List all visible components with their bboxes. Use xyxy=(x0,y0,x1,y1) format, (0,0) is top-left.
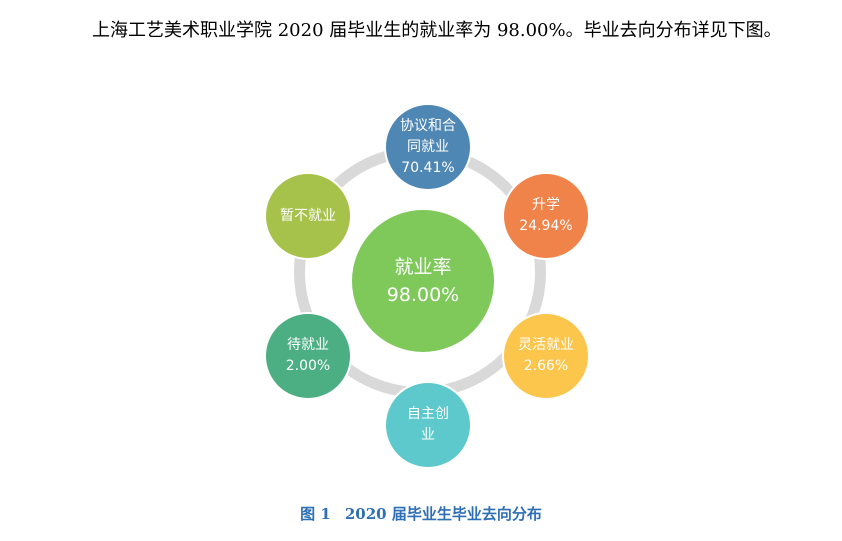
node-flexible-employment: 灵活就业 2.66% xyxy=(502,312,590,400)
node-contract-employment: 协议和合 同就业 70.41% xyxy=(384,103,472,191)
node-line: 升学 xyxy=(531,197,560,213)
node-self-employment: 自主创 业 xyxy=(384,381,472,469)
node-value: 24.94% xyxy=(519,218,573,234)
node-line: 同就业 xyxy=(407,138,449,155)
center-value: 98.00% xyxy=(386,284,460,306)
node-value: 2.66% xyxy=(523,358,569,374)
node-value: 70.41% xyxy=(401,159,455,176)
node-line: 业 xyxy=(421,427,435,443)
figure-label: 图 1 xyxy=(300,505,331,523)
node-line: 自主创 xyxy=(407,406,449,422)
node-further-study: 升学 24.94% xyxy=(502,172,590,260)
intro-paragraph: 上海工艺美术职业学院 2020 届毕业生的就业率为 98.00%。毕业去向分布详… xyxy=(92,20,782,41)
node-line: 灵活就业 xyxy=(518,337,574,353)
node-line: 协议和合 xyxy=(400,117,456,134)
center-label: 就业率 xyxy=(394,256,452,278)
figure-caption: 图 1 2020 届毕业生毕业去向分布 xyxy=(0,503,842,524)
node-line: 待就业 xyxy=(286,337,329,353)
center-node-employment-rate: 就业率 98.00% xyxy=(350,208,496,354)
node-not-seeking-employment: 暂不就业 xyxy=(264,172,352,260)
node-value: 2.00% xyxy=(285,358,331,374)
node-line: 暂不就业 xyxy=(280,207,336,224)
node-awaiting-employment: 待就业 2.00% xyxy=(264,312,352,400)
figure-title: 2020 届毕业生毕业去向分布 xyxy=(344,505,542,523)
